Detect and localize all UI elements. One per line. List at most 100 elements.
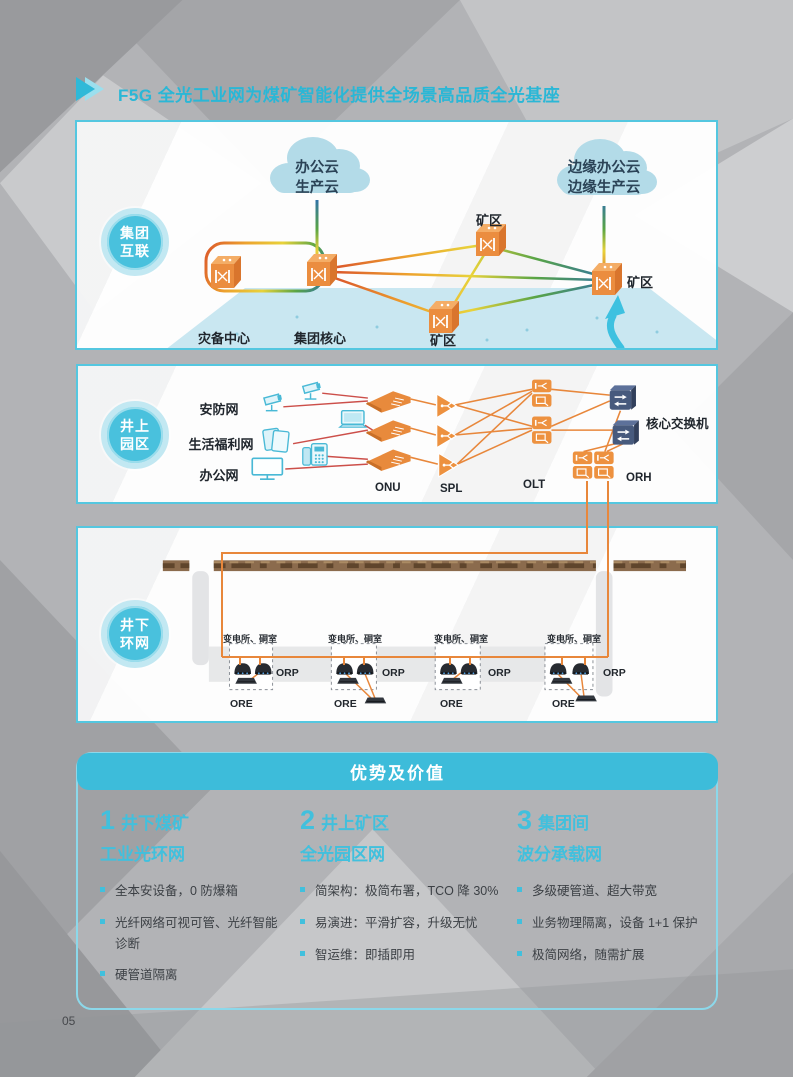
ore-icon [440, 677, 464, 685]
page-title: F5G 全光工业网为煤矿智能化提供全场景高品质全光基座 [118, 86, 561, 105]
node-label-mine-top: 矿区 [475, 213, 503, 228]
bullet-item: 光纤网络可视可管、光纤智能诊断 [100, 913, 282, 954]
label-orp: ORP [603, 667, 626, 679]
bullet-marker [100, 918, 105, 924]
panel-underground-ring: 井下 环网 变电所、硐室 变电所、硐室 变电所、硐室 变电所、硐室 ORP OR… [76, 526, 718, 723]
bullet-item: 极简网络，随需扩展 [517, 945, 717, 966]
bullet-item: 多级硬管道、超大带宽 [517, 881, 717, 902]
switch-icon [608, 384, 637, 411]
node-label-group-core: 集团核心 [293, 331, 347, 346]
column-subtitle: 全光园区网 [300, 844, 385, 864]
splitter-icon [438, 452, 459, 478]
column-subtitle: 工业光环网 [100, 844, 185, 864]
advantage-column-group: 3 集团间 波分承载网 多级硬管道、超大带宽 业务物理隔离，设备 1+1 保护 极… [517, 800, 717, 976]
splitter-icon [436, 393, 457, 419]
bullet-marker [300, 918, 305, 924]
bullet-item: 业务物理隔离，设备 1+1 保护 [517, 913, 717, 934]
label-orp: ORP [276, 667, 299, 679]
splitter-icon [436, 423, 457, 449]
otn-node-icon [428, 300, 460, 334]
orh-icon [572, 450, 593, 480]
column-number: 2 [300, 805, 316, 835]
camera-icon [263, 393, 283, 412]
cloud-label-edge: 边缘办公云 边缘生产云 [567, 160, 641, 197]
phone-icon [302, 443, 328, 466]
column-subtitle: 波分承载网 [517, 844, 602, 864]
station-label: 变电所、硐室 [433, 634, 489, 644]
bullet-item: 易演进：平滑扩容，升级无忧 [300, 913, 512, 934]
mine-shaft [192, 571, 209, 666]
badge-underground-ring: 井下 环网 [101, 600, 169, 668]
play-arrow-icon [76, 77, 95, 101]
cloud-label-office: 办公云 生产云 [295, 160, 339, 197]
column-title: 井上矿区 [321, 814, 390, 833]
bullet-marker [300, 950, 305, 956]
onu-icon [365, 419, 412, 443]
label-orp: ORP [488, 667, 511, 679]
column-number: 3 [517, 805, 533, 835]
coal-seam [162, 560, 687, 572]
bullet-marker [517, 950, 522, 956]
olt-icon [531, 415, 553, 445]
label-spl: SPL [440, 483, 463, 495]
bullet-marker [100, 887, 105, 893]
advantages-section: 优势及价值 1 井下煤矿 工业光环网 全本安设备，0 防爆箱 光纤网络可视可管、光… [76, 752, 718, 1010]
label-ore: ORE [552, 698, 575, 710]
advantages-title: 优势及价值 [350, 764, 445, 783]
panel-group-interconnect: 集团 互联 办公云 生产云 边缘办公云 边缘生产云 灾备中心 集团核心 矿区 矿… [75, 120, 718, 350]
ore-icon [364, 696, 387, 704]
label-ore: ORE [230, 698, 253, 710]
bullet-marker [100, 971, 105, 977]
column-number: 1 [100, 805, 116, 835]
underground-network-diagram [162, 560, 687, 704]
access-links [283, 392, 374, 470]
label-olt: OLT [523, 479, 546, 491]
monitor-icon [251, 457, 284, 480]
ore-icon [550, 677, 573, 685]
bullet-item: 智运维：即插即用 [300, 945, 512, 966]
label-orh: ORH [626, 472, 652, 484]
up-arrow-icon [606, 312, 625, 348]
label-orp: ORP [382, 667, 405, 679]
bullet-marker [517, 918, 522, 924]
olt-icon [531, 379, 553, 408]
label-ore: ORE [440, 698, 463, 710]
onu-icon [365, 390, 412, 414]
advantage-column-surface: 2 井上矿区 全光园区网 简架构：极简布署，TCO 降 30% 易演进：平滑扩容，… [300, 800, 512, 976]
otn-node-icon [591, 262, 623, 296]
net-label-welfare: 生活福利网 [188, 437, 254, 452]
up-arrow-icon [605, 295, 625, 319]
node-label-mine-right: 矿区 [627, 275, 654, 290]
camera-icon [302, 381, 322, 400]
net-label-security: 安防网 [199, 402, 239, 417]
station-label: 变电所、硐室 [546, 634, 602, 644]
station-label: 变电所、硐室 [222, 634, 278, 644]
group-network-diagram [167, 137, 716, 348]
bullet-marker [300, 887, 305, 893]
otn-node-icon [210, 255, 242, 289]
badge-group-interconnect: 集团 互联 [101, 208, 169, 276]
bullet-item: 全本安设备，0 防爆箱 [100, 881, 282, 902]
ore-icon [336, 677, 360, 685]
switch-icon [611, 419, 640, 446]
node-label-mine-bottom: 矿区 [429, 333, 457, 348]
optical-links [410, 388, 628, 465]
column-title: 集团间 [538, 814, 590, 833]
ore-icon [234, 677, 258, 685]
tablet-icon [261, 427, 290, 453]
panel-surface-campus: 井上 园区 安防网 生活福利网 办公网 ONU SPL OLT 核心交换机 OR… [76, 364, 718, 504]
ore-icon [574, 695, 598, 702]
laptop-icon [338, 409, 367, 428]
badge-surface-campus: 井上 园区 [101, 401, 169, 469]
advantages-header-bar: 优势及价值 [77, 753, 718, 790]
bullet-marker [517, 887, 522, 893]
bullet-item: 硬管道隔离 [100, 965, 282, 986]
label-onu: ONU [375, 482, 401, 494]
onu-icon [365, 449, 412, 472]
node-label-disaster-recovery: 灾备中心 [197, 331, 251, 346]
page-number: 05 [62, 1014, 76, 1028]
otn-node-icon [306, 253, 338, 287]
column-title: 井下煤矿 [121, 814, 190, 833]
bullet-item: 简架构：极简布署，TCO 降 30% [300, 881, 512, 902]
